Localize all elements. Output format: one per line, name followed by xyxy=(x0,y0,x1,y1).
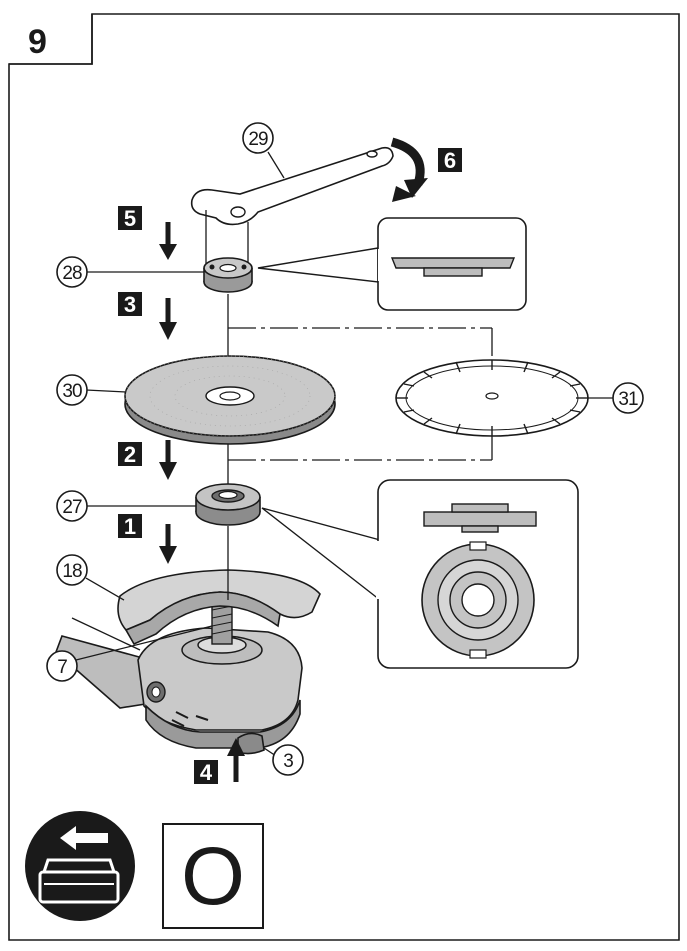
step-4-label: 4 xyxy=(194,760,218,785)
svg-text:28: 28 xyxy=(62,263,82,284)
callout-30: 30 xyxy=(56,374,127,406)
callout-27: 27 xyxy=(56,490,196,522)
svg-text:30: 30 xyxy=(62,381,82,402)
step-4-arrow xyxy=(227,738,245,782)
callout-29: 29 xyxy=(242,122,285,179)
svg-text:27: 27 xyxy=(62,497,82,518)
grinding-wheel xyxy=(124,355,336,445)
figure-frame xyxy=(8,13,680,941)
step-3-arrow xyxy=(159,298,177,340)
step-3-label: 3 xyxy=(118,292,142,317)
inner-flange xyxy=(195,483,261,526)
grinder-body xyxy=(55,569,321,755)
figure-number: 9 xyxy=(28,23,47,61)
step-1-label: 1 xyxy=(118,514,142,539)
inner-flange-detail xyxy=(261,479,579,669)
wrench xyxy=(190,146,394,265)
callout-7: 7 xyxy=(46,625,213,682)
step-2-arrow xyxy=(159,440,177,480)
step-6-label: 6 xyxy=(438,148,462,173)
svg-text:4: 4 xyxy=(200,760,213,785)
step-5-label: 5 xyxy=(118,206,142,231)
diamond-blade xyxy=(395,359,589,437)
svg-text:29: 29 xyxy=(248,129,268,150)
svg-text:6: 6 xyxy=(444,148,456,173)
svg-text:31: 31 xyxy=(618,389,638,410)
callout-31: 31 xyxy=(588,382,644,414)
callout-28: 28 xyxy=(56,256,204,288)
svg-text:1: 1 xyxy=(124,514,136,539)
callout-3: 3 xyxy=(263,744,304,776)
svg-text:2: 2 xyxy=(124,442,136,467)
callout-18: 18 xyxy=(56,554,125,601)
figure-tab xyxy=(9,14,93,65)
step-5-arrow xyxy=(159,222,177,260)
switch-off-label: O xyxy=(181,831,245,922)
svg-text:3: 3 xyxy=(124,292,136,317)
lock-nut xyxy=(203,257,253,293)
svg-text:18: 18 xyxy=(62,561,82,582)
lock-nut-detail xyxy=(257,217,527,311)
svg-text:7: 7 xyxy=(57,657,67,678)
svg-text:5: 5 xyxy=(124,206,136,231)
step-1-arrow xyxy=(159,524,177,564)
svg-text:3: 3 xyxy=(283,751,293,772)
power-off-symbol: O xyxy=(162,823,264,929)
battery-remove-icon xyxy=(25,811,135,921)
step-2-label: 2 xyxy=(118,442,142,467)
rotation-arrow xyxy=(390,137,428,202)
